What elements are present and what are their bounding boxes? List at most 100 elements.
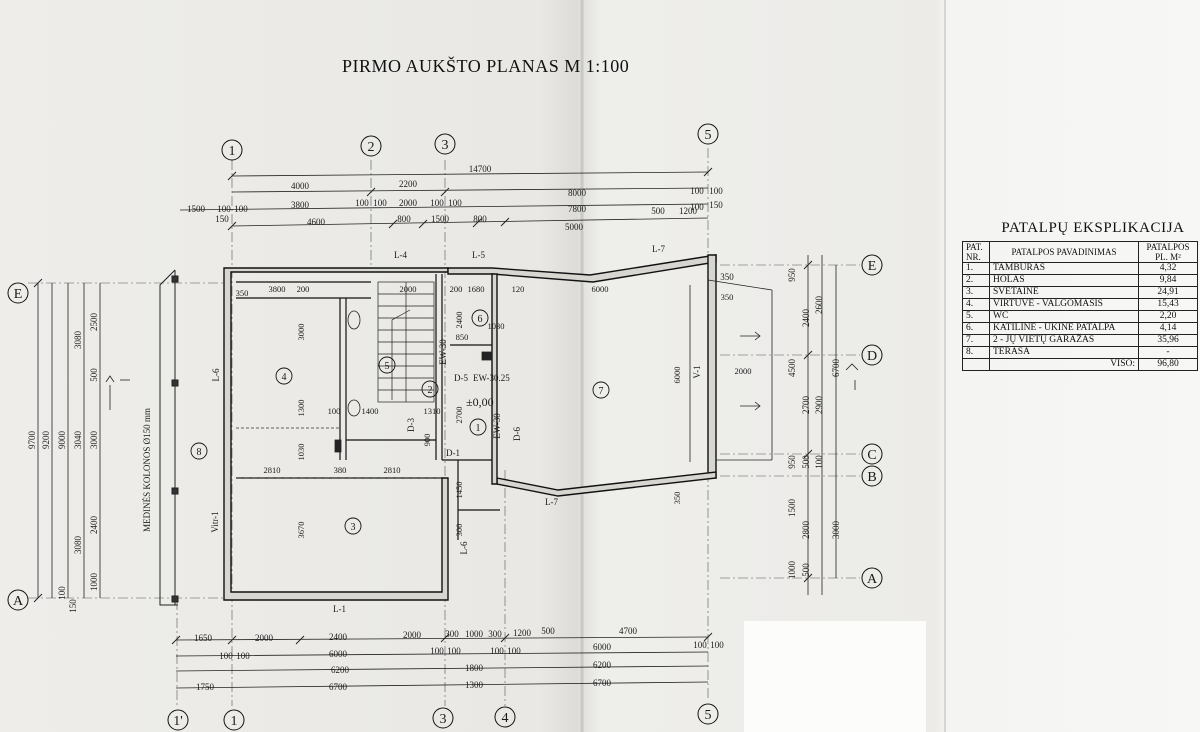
dim-top: 4600 <box>307 217 326 227</box>
dim-top: 800 <box>473 214 487 224</box>
dim-bottom: 6700 <box>593 678 612 688</box>
room-number: 7 <box>599 386 604 397</box>
dim-right: 1500 <box>787 499 797 518</box>
dim-top: 4000 <box>291 181 310 191</box>
row-area: 15,43 <box>1138 298 1198 311</box>
wall-label: EW-30 <box>438 339 448 365</box>
dim-inner: 120 <box>512 284 525 294</box>
dim-top: 150 <box>709 200 723 210</box>
dim-bottom: 4700 <box>619 626 638 636</box>
dim-right: 1000 <box>787 561 797 580</box>
dim-bottom: 1800 <box>465 663 484 673</box>
axis-right-a: A <box>867 572 878 587</box>
exterior-walls <box>223 254 717 601</box>
wall-label: D-5 <box>454 373 468 383</box>
wall-label: V-1 <box>692 365 702 378</box>
row-name: 2 - JŲ VIETŲ GARAŽAS <box>989 334 1139 347</box>
dim-top: 100 <box>690 202 704 212</box>
row-nr: 6. <box>962 322 990 335</box>
dim-bottom: 1300 <box>465 680 484 690</box>
dim-top: 500 <box>651 206 665 216</box>
dim-bottom: 6000 <box>593 642 612 652</box>
dim-inner: 2000 <box>400 284 417 294</box>
row-name: SVETAINĖ <box>989 286 1139 299</box>
wall-label: L-5 <box>472 250 485 260</box>
axis-right-b: B <box>867 470 876 485</box>
axis-right-c: C <box>867 448 876 463</box>
dim-top: 5000 <box>565 222 584 232</box>
dim-top: 2200 <box>399 179 418 189</box>
dim-bottom: 1000 <box>465 629 484 639</box>
dim-left: 3040 <box>73 431 83 450</box>
dimension-lines <box>37 171 837 689</box>
bottom-dimensions: 1650 2000 2400 2000 300 1000 300 1200 50… <box>194 626 724 692</box>
dim-inner: 2810 <box>384 465 401 475</box>
dim-inner: 350 <box>721 292 734 302</box>
axis-right-e: E <box>868 259 877 274</box>
room-number: 8 <box>197 447 202 458</box>
explication-table: PAT. NR. PATALPOS PAVADINIMAS PATALPOS P… <box>962 241 1198 371</box>
room-explication-table: PATALPŲ EKSPLIKACIJA PAT. NR. PATALPOS P… <box>962 220 1198 371</box>
axis-top-3: 3 <box>442 138 449 153</box>
explication-title: PATALPŲ EKSPLIKACIJA <box>1001 220 1185 236</box>
dim-inner: 2700 <box>454 407 464 424</box>
total-value: 96,80 <box>1138 358 1198 371</box>
dim-top: 2000 <box>399 198 418 208</box>
dim-bottom: 6700 <box>329 682 348 692</box>
dim-left: 3080 <box>73 536 83 555</box>
dim-top-total: 14700 <box>469 164 492 174</box>
row-name: TAMBŪRAS <box>989 262 1139 275</box>
terrace-outline <box>159 269 179 606</box>
wall-label: L-7 <box>652 244 665 254</box>
row-area: 9,84 <box>1138 274 1198 287</box>
wall-label: L-1 <box>333 604 346 614</box>
dim-inner: 6000 <box>592 284 609 294</box>
dim-top: 100 <box>709 186 723 196</box>
dim-left: 3000 <box>89 431 99 450</box>
dim-inner: 1030 <box>488 321 505 331</box>
dim-left: 2500 <box>89 313 99 332</box>
dim-inner: 850 <box>456 332 469 342</box>
dim-bottom: 1750 <box>196 682 215 692</box>
dim-right: 350 <box>720 272 734 282</box>
row-area: 24,91 <box>1138 286 1198 299</box>
dim-inner: 1300 <box>296 400 306 417</box>
dim-bottom: 2000 <box>403 630 422 640</box>
dim-top: 100 <box>373 198 387 208</box>
dim-left: 500 <box>89 368 99 382</box>
row-nr: 7. <box>962 334 990 347</box>
wall-label: D-1 <box>446 448 460 458</box>
dim-top: 100 <box>690 186 704 196</box>
top-dimensions: 14700 4000 2200 8000 100 100 1500 100 10… <box>187 164 723 232</box>
row-area: 4,32 <box>1138 262 1198 275</box>
row-name: HOLAS <box>989 274 1139 287</box>
row-area: - <box>1138 346 1198 359</box>
dim-top: 800 <box>397 214 411 224</box>
row-nr: 1. <box>962 262 990 275</box>
axis-bottom-5: 5 <box>705 708 712 723</box>
dim-bottom: 100 <box>490 646 504 656</box>
dim-inner: 6000 <box>672 367 682 384</box>
dim-bottom: 100 <box>236 651 250 661</box>
dim-top: 100 <box>448 198 462 208</box>
dim-inner: 300 <box>454 524 464 537</box>
axis-labels: 1 2 3 5 1' 1 3 4 5 E A E D C B A <box>13 128 878 729</box>
row-area: 2,20 <box>1138 310 1198 323</box>
row-name: WC <box>989 310 1139 323</box>
dim-inner: 3800 <box>269 284 286 294</box>
dim-inner: 1400 <box>362 406 379 416</box>
dim-inner: 1450 <box>454 482 464 499</box>
wall-label: EW-30.25 <box>473 373 510 383</box>
row-name: KATILINĖ - ŪKINĖ PATALPA <box>989 322 1139 335</box>
dim-inner: 380 <box>334 465 347 475</box>
dim-top: 3800 <box>291 200 310 210</box>
dim-inner: 1310 <box>424 406 441 416</box>
dim-inner: 2000 <box>735 366 752 376</box>
dim-bottom: 100 <box>710 640 724 650</box>
dim-right: 2700 <box>801 396 811 415</box>
dim-bottom: 300 <box>488 629 502 639</box>
dim-bottom: 500 <box>541 626 555 636</box>
dim-top: 100 <box>430 198 444 208</box>
